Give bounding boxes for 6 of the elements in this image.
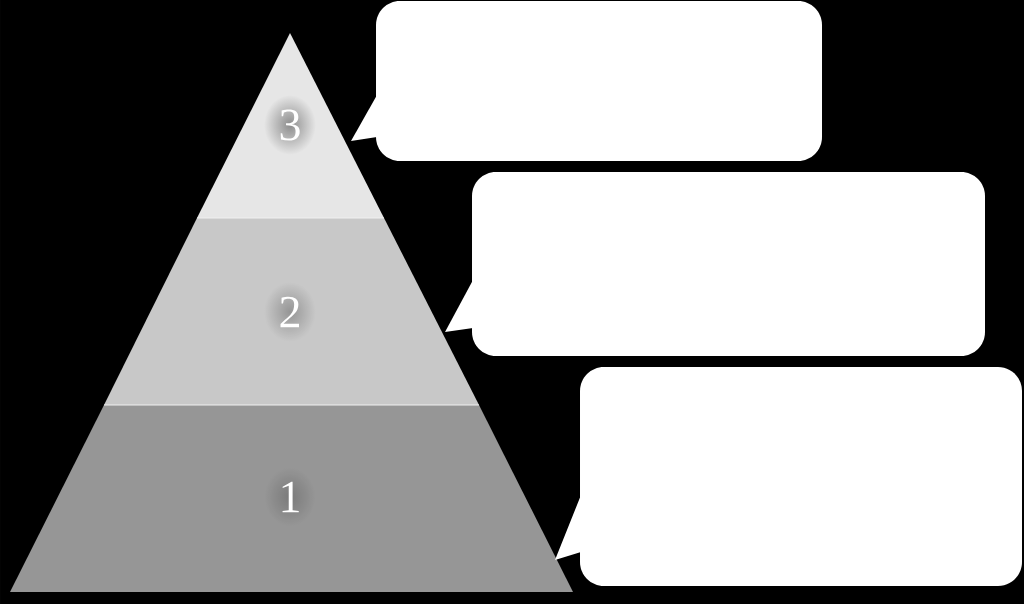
pyramid-tier: 2 — [104, 217, 479, 405]
pyramid-tier: 3 — [197, 33, 384, 218]
speech-bubble — [351, 1, 822, 161]
speech-bubble — [445, 172, 985, 356]
pyramid-tier: 1 — [10, 404, 573, 592]
speech-bubble — [555, 367, 1022, 586]
